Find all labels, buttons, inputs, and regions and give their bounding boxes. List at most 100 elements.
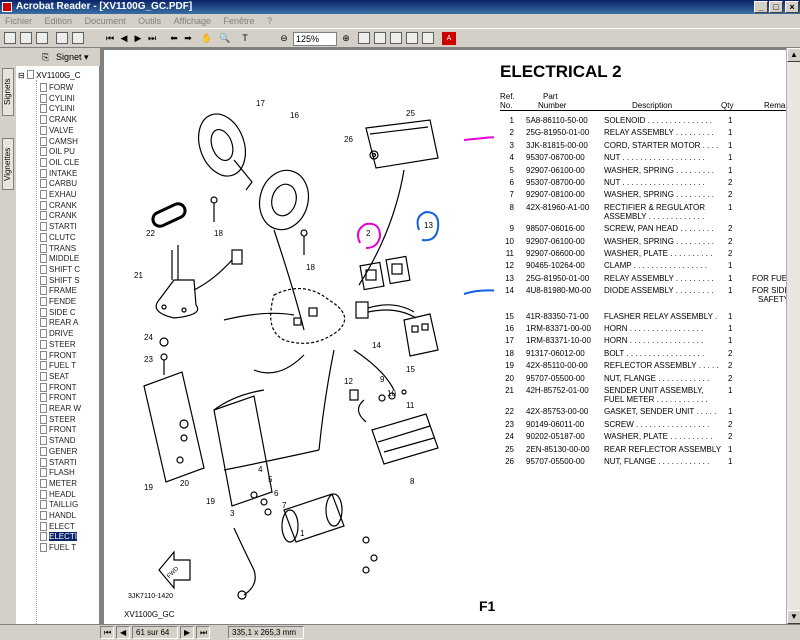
bookmark-label: TAILLIG [49, 500, 79, 510]
bookmark-item[interactable]: CRANK [40, 115, 77, 126]
bookmark-item[interactable]: FRONT [40, 393, 77, 404]
bookmark-item[interactable]: STARTI [40, 457, 77, 469]
menu-affichage[interactable]: Affichage [173, 16, 212, 26]
bookmark-item[interactable]: STEER [40, 414, 76, 426]
zoom-field[interactable]: 125% [293, 32, 337, 46]
bookmark-item[interactable]: ELECTI [40, 532, 78, 543]
reflector-right [213, 395, 273, 507]
vertical-scrollbar[interactable]: ▲ ▼ [786, 48, 800, 624]
bookmark-item[interactable]: FLASH [40, 468, 75, 479]
bookmark-item[interactable]: CYLINI [40, 104, 75, 115]
single-page-icon[interactable] [72, 32, 84, 44]
maximize-button[interactable]: □ [769, 1, 783, 13]
go-back-icon[interactable]: ⬅ [170, 33, 178, 43]
close-button[interactable]: × [785, 1, 799, 13]
zoom-in-icon[interactable]: ⊕ [342, 33, 350, 43]
adobe-logo-icon[interactable]: A [442, 32, 456, 45]
zoom-tool-icon[interactable]: 🔍 [219, 33, 231, 43]
bookmark-item[interactable]: VALVE [40, 125, 74, 137]
actual-size-icon[interactable] [358, 32, 370, 44]
bookmark-item[interactable]: SHIFT C [40, 264, 80, 276]
menu-help[interactable]: ? [267, 16, 273, 26]
rotate-icon[interactable] [406, 32, 418, 44]
last-page-icon[interactable]: ⏭ [147, 33, 157, 43]
bookmark-item[interactable]: SHIFT S [40, 275, 80, 287]
part-qty: 1 [728, 311, 733, 321]
go-forward-icon[interactable]: ➡ [184, 33, 192, 43]
bookmark-item[interactable]: INTAKE [40, 168, 77, 180]
bookmark-item[interactable]: CRANK [40, 200, 77, 212]
bookmark-item[interactable]: SIDE C [40, 307, 76, 319]
bookmark-item[interactable]: FRONT [40, 350, 77, 362]
bookmark-item[interactable]: MIDDLE [40, 254, 79, 265]
bookmark-item[interactable]: STARTI [40, 222, 77, 233]
open-icon[interactable] [4, 32, 16, 44]
bookmark-item[interactable]: CRANK [40, 211, 77, 222]
first-page-icon[interactable]: ⏮ [105, 33, 115, 43]
bookmark-item[interactable]: CARBU [40, 179, 77, 190]
part-qty: 2 [728, 361, 733, 371]
bookmark-item[interactable]: FUEL T [40, 543, 76, 554]
bookmark-item[interactable]: HANDL [40, 511, 76, 522]
scroll-up-button[interactable]: ▲ [787, 48, 800, 62]
bookmark-item[interactable]: FENDE [40, 297, 76, 308]
search-web-icon[interactable] [422, 32, 434, 44]
next-page-status-icon[interactable]: ▶ [180, 626, 194, 639]
bookmark-root[interactable]: ⊟ XV1100G_C [18, 70, 81, 80]
save-icon[interactable] [36, 32, 48, 44]
pink-circle-annotation [357, 222, 382, 249]
zoom-out-icon[interactable]: ⊖ [280, 33, 288, 43]
bookmark-item[interactable]: METER [40, 478, 77, 490]
tab-signets[interactable]: Signets [2, 68, 14, 116]
pink-arrow-annotation [463, 136, 494, 141]
bookmark-item[interactable]: CLUTC [40, 232, 76, 244]
page-number-field[interactable]: 61 sur 64 [132, 626, 178, 639]
bookmark-item[interactable]: TAILLIG [40, 500, 78, 511]
bookmark-item[interactable]: TRANS [40, 243, 76, 255]
hand-tool-icon[interactable]: ✋ [201, 33, 213, 43]
bookmark-item[interactable]: FRAME [40, 286, 77, 297]
bookmark-item[interactable]: FORW [40, 83, 73, 94]
bookmark-item[interactable]: CYLINI [40, 93, 75, 105]
bookmark-item[interactable]: REAR A [40, 318, 78, 329]
menu-fichier[interactable]: Fichier [5, 16, 33, 26]
fit-page-icon[interactable] [374, 32, 386, 44]
show-hide-panel-icon[interactable] [56, 32, 68, 44]
bookmark-item[interactable]: FUEL T [40, 361, 76, 372]
bookmark-item[interactable]: FRONT [40, 425, 77, 436]
bookmarks-menu-button[interactable]: Signet ▾ [56, 52, 89, 62]
bookmark-item[interactable]: OIL CLE [40, 157, 79, 169]
bookmark-label: FRONT [49, 382, 77, 392]
panel-tabs: Signets Vignettes [0, 48, 16, 624]
last-page-status-icon[interactable]: ⏭ [196, 626, 210, 639]
bookmark-item[interactable]: ELECT [40, 521, 75, 533]
scroll-down-button[interactable]: ▼ [787, 610, 800, 624]
bookmark-item[interactable]: STEER [40, 339, 76, 351]
bookmark-item[interactable]: STAND [40, 436, 76, 447]
bookmark-item[interactable]: SEAT [40, 371, 69, 383]
previous-page-icon[interactable]: ◀ [120, 33, 128, 43]
bookmark-item[interactable]: EXHAU [40, 190, 77, 201]
bookmark-item[interactable]: GENER [40, 446, 77, 458]
bookmark-item[interactable]: FRONT [40, 382, 77, 394]
menu-edition[interactable]: Edition [44, 16, 73, 26]
menu-outils[interactable]: Outils [138, 16, 162, 26]
bookmark-item[interactable]: DRIVE [40, 329, 73, 340]
relay-13 [385, 255, 411, 285]
bookmark-item[interactable]: REAR W [40, 404, 81, 415]
menu-fenetre[interactable]: Fenêtre [223, 16, 255, 26]
prev-page-status-icon[interactable]: ◀ [116, 626, 130, 639]
bookmark-item[interactable]: OIL PU [40, 147, 75, 158]
print-icon[interactable] [20, 32, 32, 44]
bookmark-item[interactable]: HEADL [40, 489, 76, 501]
page-icon [40, 318, 47, 328]
menu-document[interactable]: Document [84, 16, 126, 26]
fit-width-icon[interactable] [390, 32, 402, 44]
minimize-button[interactable]: _ [754, 1, 768, 13]
bookmark-item[interactable]: CAMSH [40, 136, 78, 148]
text-select-icon[interactable]: T [242, 33, 248, 43]
tab-vignettes[interactable]: Vignettes [2, 138, 14, 190]
first-page-status-icon[interactable]: ⏮ [100, 626, 114, 639]
next-page-icon[interactable]: ▶ [134, 33, 142, 43]
